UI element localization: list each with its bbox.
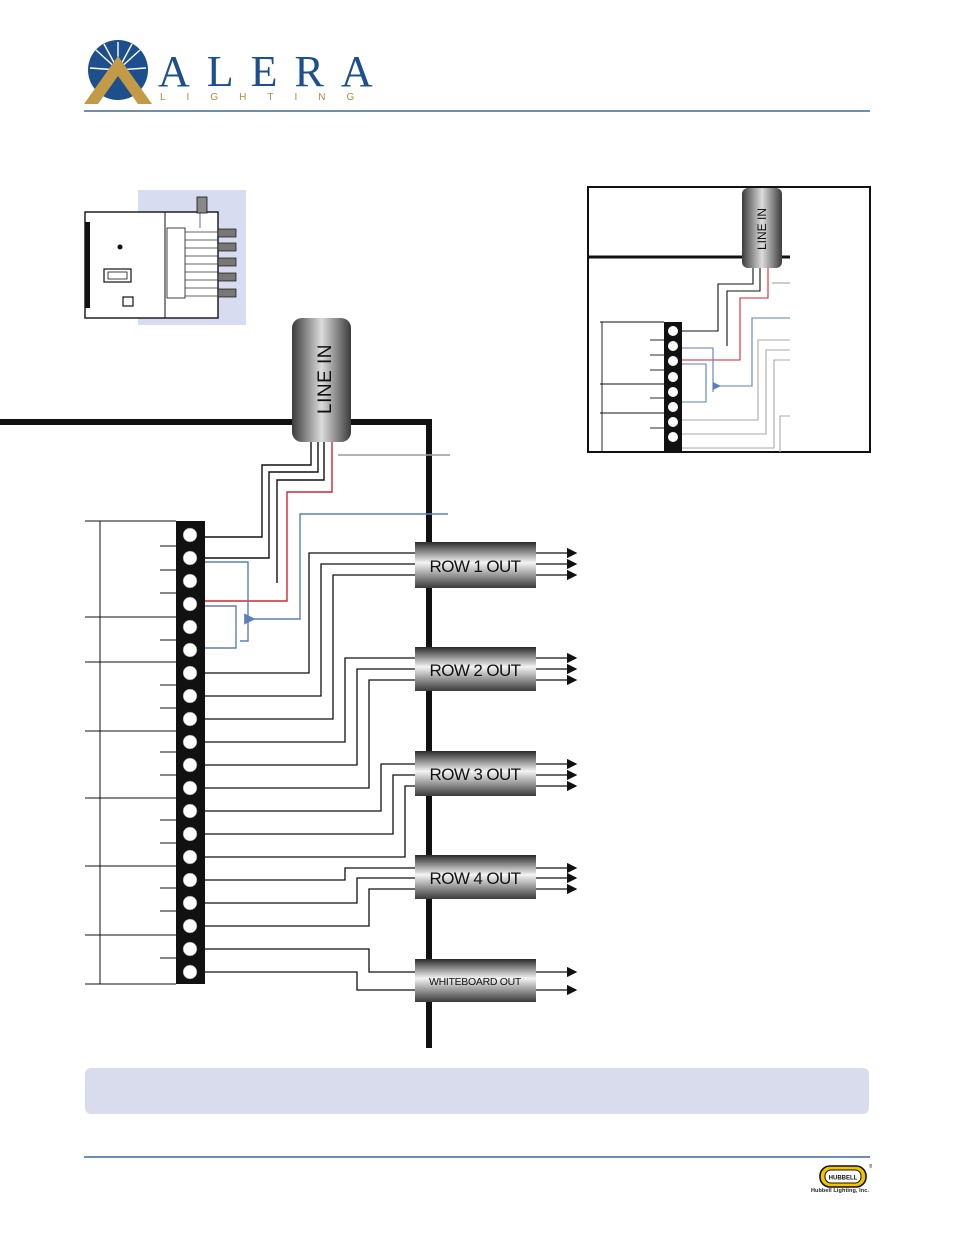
line-in-cable: LINE IN bbox=[292, 318, 351, 442]
wiring-diagram: LINE IN ROW 1 OUT ROW 2 OUT bbox=[0, 0, 954, 1060]
output-box-row-3: ROW 3 OUT bbox=[415, 751, 536, 796]
panel-thumbnail bbox=[85, 190, 246, 325]
output-box-row-4: ROW 4 OUT bbox=[415, 855, 536, 899]
output-label: WHITEBOARD OUT bbox=[429, 976, 522, 988]
note-bar bbox=[85, 1068, 869, 1114]
footer-divider bbox=[84, 1156, 870, 1158]
terminal-brackets bbox=[85, 521, 176, 984]
hubbell-logo: HUBBELL ® bbox=[818, 1162, 872, 1190]
company-name: Hubbell Lighting, Inc. bbox=[808, 1188, 872, 1194]
inset-line-in-label: LINE IN bbox=[755, 208, 769, 250]
inset-detail: LINE IN bbox=[588, 187, 870, 452]
hubbell-badge-text: HUBBELL bbox=[829, 1176, 858, 1182]
output-label: ROW 4 OUT bbox=[430, 869, 521, 888]
terminal-strip bbox=[176, 521, 205, 984]
output-label: ROW 3 OUT bbox=[430, 765, 521, 784]
output-box-row-2: ROW 2 OUT bbox=[415, 647, 536, 691]
output-label: ROW 1 OUT bbox=[430, 557, 521, 576]
output-box-row-1: ROW 1 OUT bbox=[415, 542, 536, 588]
line-in-wires bbox=[205, 442, 450, 648]
output-label: ROW 2 OUT bbox=[430, 661, 521, 680]
output-box-whiteboard: WHITEBOARD OUT bbox=[415, 959, 536, 1002]
line-in-label: LINE IN bbox=[315, 344, 336, 414]
output-arrows bbox=[536, 553, 576, 990]
registered-mark: ® bbox=[869, 1163, 872, 1170]
